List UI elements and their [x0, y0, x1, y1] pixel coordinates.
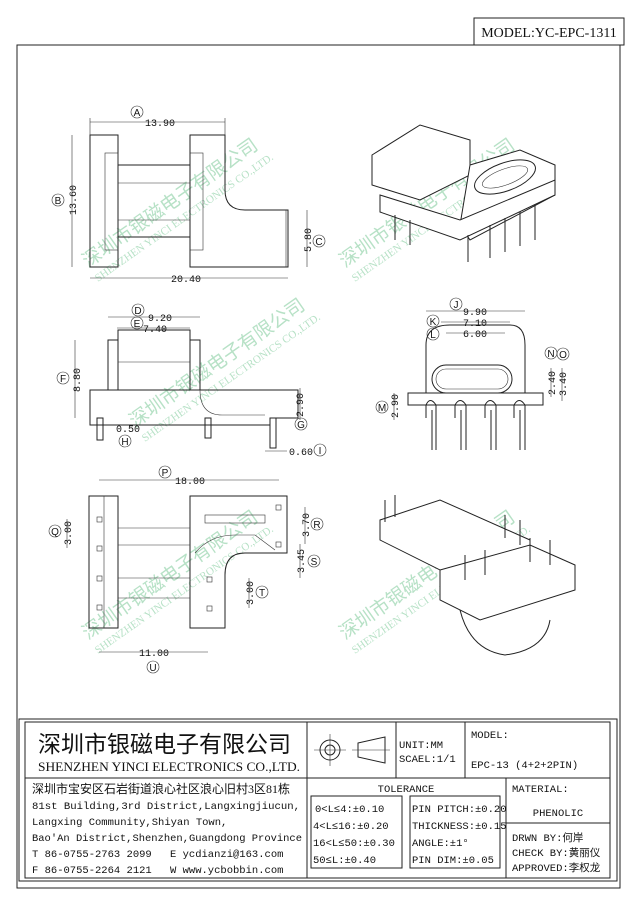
- material-label: MATERIAL:: [512, 784, 569, 796]
- tolerance-angle: ANGLE:±1°: [412, 838, 469, 850]
- model-value: EPC-13 (4+2+2PIN): [471, 760, 578, 772]
- svg-text:SHENZHEN YINCI ELECTRONICS CO.: SHENZHEN YINCI ELECTRONICS CO.,LTD.: [93, 151, 276, 284]
- tolerance-thickness: THICKNESS:±0.15: [412, 821, 507, 833]
- dim-o-value: 3.40: [559, 372, 570, 396]
- tolerance-pin-pitch: PIN PITCH:±0.20: [412, 804, 507, 816]
- title-block: 深圳市银磁电子有限公司 SHENZHEN YINCI ELECTRONICS C…: [18, 718, 618, 882]
- tolerance-length-1: 0<L≤4:±0.10: [315, 804, 384, 816]
- unit-text: UNIT:MM: [399, 740, 443, 752]
- address-line-1: 81st Building,3rd District,Langxingjiucu…: [32, 801, 300, 813]
- fax: F 86-0755-2264 2121: [32, 865, 152, 877]
- sheet-border: [16, 44, 621, 889]
- dim-i-value: 0.60: [289, 448, 313, 459]
- projection-symbol-icon: [314, 734, 390, 766]
- dim-g-label: G: [297, 420, 305, 431]
- drawn-by: DRWN BY:何岸: [512, 831, 583, 845]
- dim-overall-value: 20.40: [171, 275, 201, 286]
- check-by: CHECK BY:黄丽仪: [512, 846, 601, 860]
- dim-h-label: H: [121, 437, 128, 448]
- model-label: MODEL:: [471, 730, 509, 742]
- dim-g-value: 2.90: [296, 393, 307, 417]
- website: W www.ycbobbin.com: [170, 865, 283, 877]
- bottom-view: 18.00 P 3.00 Q 3.70 R 3.45 S 3.00 T 11.0…: [48, 465, 324, 674]
- dim-k-value: 7.10: [463, 319, 487, 330]
- dim-k-label: K: [430, 317, 437, 328]
- address-cn: 深圳市宝安区石岩街道浪心社区浪心旧村3区81栋: [32, 781, 290, 796]
- approved-by: APPROVED:李权龙: [512, 861, 601, 875]
- dim-h-value: 0.50: [116, 425, 140, 436]
- model-header: MODEL:YC-EPC-1311: [481, 26, 617, 41]
- dim-p-value: 18.00: [175, 477, 205, 488]
- dim-p-label: P: [162, 468, 169, 479]
- dim-r-value: 3.70: [302, 513, 313, 537]
- dim-b-value: 13.60: [69, 185, 80, 215]
- front-view: 9.20 D 7.40 E 8.80 F 2.90 G 0.50 H 0.60 …: [56, 303, 327, 459]
- dim-s-label: S: [311, 557, 318, 568]
- tolerance-length-2: 4<L≤16:±0.20: [313, 821, 389, 833]
- tolerance-title: TOLERANCE: [378, 784, 435, 796]
- dim-e-value: 7.40: [143, 325, 167, 336]
- dim-c-value: 5.80: [304, 228, 315, 252]
- dim-m-value: 2.90: [391, 394, 402, 418]
- dim-q-label: Q: [51, 527, 59, 538]
- phone: T 86-0755-2763 2099: [32, 849, 152, 861]
- side-view: 9.90 J 7.10 K 6.00 L 2.90 M 2.40 N 3.40 …: [375, 297, 570, 450]
- dim-s-value: 3.45: [297, 549, 308, 573]
- dim-l-label: L: [430, 330, 436, 341]
- material-value: PHENOLIC: [533, 808, 583, 820]
- dim-q-value: 3.00: [64, 521, 75, 545]
- email: E ycdianzi@163.com: [170, 849, 283, 861]
- dim-f-value: 8.80: [73, 368, 84, 392]
- scale-text: SCAEL:1/1: [399, 754, 456, 766]
- isometric-view-top: [371, 124, 556, 262]
- dim-a-label: A: [134, 108, 141, 119]
- dim-a-value: 13.90: [145, 119, 175, 130]
- dim-u-value: 11.00: [139, 649, 169, 660]
- svg-text:SHENZHEN YINCI ELECTRONICS CO.: SHENZHEN YINCI ELECTRONICS CO.,LTD.: [140, 311, 323, 444]
- tolerance-pin-dim: PIN DIM:±0.05: [412, 855, 494, 867]
- dim-t-value: 3.00: [246, 581, 257, 605]
- dim-d-value: 9.20: [148, 314, 172, 325]
- dim-n-label: N: [547, 349, 554, 360]
- address-line-2: Langxing Community,Shiyan Town,: [32, 817, 227, 829]
- svg-text:深圳市银磁电子有限公司: 深圳市银磁电子有限公司: [78, 506, 262, 644]
- dim-b-label: B: [55, 196, 62, 207]
- address-line-3: Bao'An District,Shenzhen,Guangdong Provi…: [32, 833, 302, 845]
- dim-i-label: I: [319, 446, 322, 457]
- svg-text:深圳市银磁电子有限公司: 深圳市银磁电子有限公司: [78, 134, 262, 272]
- dim-f-label: F: [60, 374, 66, 385]
- dim-l-value: 6.00: [463, 330, 487, 341]
- top-view: 13.90 A 13.60 B 5.80 C 20.40: [51, 105, 326, 286]
- dim-r-label: R: [313, 520, 320, 531]
- company-name-cn: 深圳市银磁电子有限公司: [38, 732, 291, 757]
- dim-j-value: 9.90: [463, 308, 487, 319]
- dim-c-label: C: [315, 237, 322, 248]
- isometric-view-bottom: [379, 495, 576, 656]
- dim-t-label: T: [259, 588, 265, 599]
- dim-d-label: D: [134, 306, 141, 317]
- tolerance-length-4: 50≤L:±0.40: [313, 855, 376, 867]
- dim-u-label: U: [149, 663, 156, 674]
- model-header-box: [473, 17, 625, 46]
- dim-e-label: E: [134, 319, 141, 330]
- dim-m-label: M: [378, 403, 386, 414]
- tolerance-length-3: 16<L≤50:±0.30: [313, 838, 395, 850]
- dim-n-value: 2.40: [548, 371, 559, 395]
- dim-o-label: O: [559, 350, 567, 361]
- company-name-en: SHENZHEN YINCI ELECTRONICS CO.,LTD.: [38, 759, 300, 774]
- dim-j-label: J: [454, 300, 459, 311]
